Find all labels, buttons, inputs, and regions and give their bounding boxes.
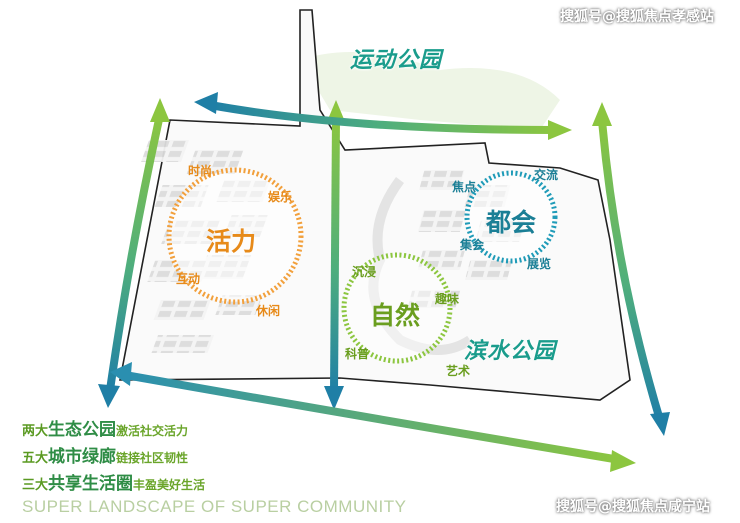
sports-park-area [300,52,560,130]
legend-desc: 链接社区韧性 [116,451,189,465]
urban-tag: 集会 [460,238,485,252]
vitality-hub-ring [166,167,304,305]
vitality-tag: 时尚 [188,164,213,178]
nature-tag: 科普 [345,347,370,361]
legend-count: 五大 [22,451,49,466]
legend-key: 共享生活圈 [48,474,134,494]
nature-hub-ring [341,252,453,364]
waterfront-path [368,177,473,355]
green-corridor-bottom [110,362,636,472]
nature-tag: 艺术 [446,364,471,378]
green-corridor-top [194,92,572,140]
nature-tag: 趣味 [435,292,460,306]
subtitle: SUPER LANDSCAPE OF SUPER COMMUNITY [22,497,407,516]
watermark-bottom: 搜狐号@搜狐焦点咸宁站 [556,499,710,515]
vitality-tag: 互动 [176,272,201,286]
legend-count: 两大 [22,424,49,439]
legend-line-3: 三大共享生活圈丰盈美好生活 [22,469,205,494]
vitality-tag: 娱乐 [268,190,293,204]
green-corridor-right [592,102,670,436]
green-corridor-left [98,98,170,408]
urban-hub-ring [464,170,558,264]
legend-key: 城市绿廊 [48,447,117,467]
nature-tag: 沉浸 [352,265,377,279]
watermark-top: 搜狐号@搜狐焦点孝感站 [560,9,714,25]
urban-hub-title: 都会 [486,208,537,237]
legend-desc: 丰盈美好生活 [133,478,206,492]
legend-line-1: 两大生态公园激活社交活力 [22,415,188,440]
urban-tag: 展览 [527,257,552,271]
legend-key: 生态公园 [48,420,117,440]
vitality-hub-title: 活力 [206,227,257,256]
legend-desc: 激活社交活力 [116,424,189,438]
nature-hub-title: 自然 [370,301,421,330]
urban-tag: 交流 [534,168,559,182]
legend-count: 三大 [22,478,49,493]
waterfront-park-title: 滨水公园 [464,339,557,364]
urban-tag: 焦点 [452,180,477,194]
sports-park-title: 运动公园 [350,48,443,73]
legend-line-2: 五大城市绿廊链接社区韧性 [22,442,188,467]
vitality-tag: 休闲 [256,304,281,318]
